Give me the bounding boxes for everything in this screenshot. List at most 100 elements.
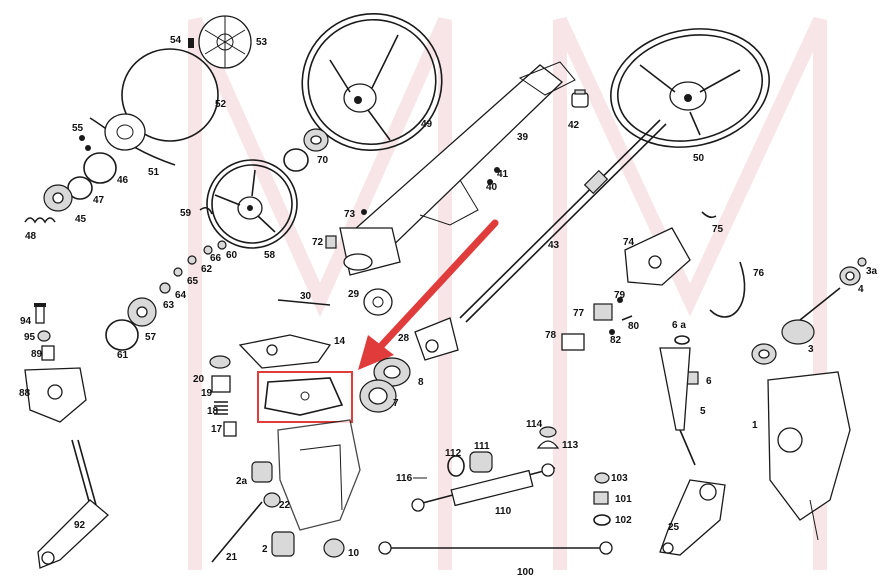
part-4-bearing [839, 266, 861, 286]
part-55b [85, 145, 91, 151]
part-label-113: 113 [562, 440, 579, 451]
part-112 [447, 455, 465, 477]
part-label-116: 116 [396, 473, 413, 484]
part-40 [487, 179, 493, 185]
part-80 [609, 329, 615, 335]
part-label-5: 5 [700, 406, 706, 417]
part-label-10: 10 [348, 548, 360, 559]
part-55 [79, 135, 85, 141]
part-label-8: 8 [418, 377, 424, 388]
part-46-ring [83, 152, 117, 184]
part-3-worm [781, 287, 841, 345]
part-58-steering-wheel [206, 159, 298, 249]
part-label-80: 80 [628, 321, 640, 332]
part-label-46: 46 [117, 175, 129, 186]
part-45-hub [43, 184, 73, 212]
part-74-bracket [624, 227, 691, 286]
highlight-box [257, 371, 353, 423]
part-label-110: 110 [495, 506, 512, 517]
part-label-61: 61 [117, 350, 129, 361]
part-65 [173, 267, 183, 277]
part-113 [536, 440, 560, 449]
part-2a [251, 461, 273, 483]
part-72 [325, 235, 337, 249]
part-19 [211, 375, 231, 393]
part-label-45: 45 [75, 214, 87, 225]
part-label-17: 17 [211, 424, 223, 435]
part-label-42: 42 [568, 120, 580, 131]
part-label-88: 88 [19, 388, 31, 399]
part-77 [561, 333, 585, 351]
part-50-steering-wheel [610, 28, 770, 148]
part-steering-box-housing [277, 419, 361, 531]
part-label-29: 29 [348, 289, 360, 300]
part-label-89: 89 [31, 349, 43, 360]
part-label-48: 48 [25, 231, 37, 242]
part-95 [37, 330, 51, 342]
part-label-59: 59 [180, 208, 192, 219]
part-110-damper [411, 463, 556, 512]
part-gasket [264, 377, 344, 416]
part-label-75: 75 [712, 224, 724, 235]
part-103 [594, 472, 610, 484]
part-label-41: 41 [497, 169, 509, 180]
part-61-ring [105, 319, 139, 351]
part-label-82: 82 [610, 335, 622, 346]
part-label-2a: 2a [236, 476, 248, 487]
part-label-57: 57 [145, 332, 157, 343]
part-68-ring [283, 148, 309, 172]
part-label-102: 102 [615, 515, 632, 526]
part-label-55: 55 [72, 123, 84, 134]
part-hub [104, 113, 146, 151]
part-111 [469, 451, 493, 473]
part-20 [209, 355, 231, 369]
part-label-19: 19 [201, 388, 213, 399]
part-78 [617, 297, 623, 303]
part-101 [593, 491, 609, 505]
part-label-3: 3 [808, 344, 814, 355]
part-label-22: 22 [279, 500, 291, 511]
part-label-103: 103 [611, 473, 628, 484]
part-label-76: 76 [753, 268, 765, 279]
part-label-1: 1 [752, 420, 758, 431]
part-label-54: 54 [170, 35, 182, 46]
part-label-49: 49 [421, 119, 433, 130]
part-18-spring [214, 401, 228, 415]
part-label-25: 25 [668, 522, 680, 533]
part-label-65: 65 [187, 276, 199, 287]
part-64 [159, 282, 171, 294]
part-label-72: 72 [312, 237, 324, 248]
part-label-28: 28 [398, 333, 410, 344]
part-73 [361, 209, 367, 215]
part-70-ring [303, 128, 329, 152]
part-label-64: 64 [175, 290, 187, 301]
part-3a [857, 257, 867, 267]
part-label-58: 58 [264, 250, 276, 261]
part-label-63: 63 [163, 300, 175, 311]
part-10 [323, 538, 345, 558]
part-41 [494, 167, 500, 173]
part-label-30: 30 [300, 291, 312, 302]
part-label-3a: 3a [866, 266, 878, 277]
part-label-2: 2 [262, 544, 268, 555]
part-17 [223, 421, 237, 437]
part-label-47: 47 [93, 195, 105, 206]
part-102 [593, 514, 611, 526]
part-label-73: 73 [344, 209, 356, 220]
part-14-cover [238, 334, 332, 369]
part-bracket [419, 179, 479, 226]
part-label-60: 60 [226, 250, 238, 261]
part-1-steering-box [767, 371, 851, 541]
part-label-111: 111 [474, 441, 490, 452]
part-label-114: 114 [526, 419, 543, 430]
part-76 [593, 303, 613, 321]
part-label-20: 20 [193, 374, 205, 385]
part-label-101: 101 [615, 494, 632, 505]
part-21-bolt [211, 501, 263, 563]
part-label-52: 52 [215, 99, 227, 110]
part-100-track-rod [378, 541, 613, 555]
part-label-6: 6 [706, 376, 712, 387]
part-label-51: 51 [148, 167, 160, 178]
